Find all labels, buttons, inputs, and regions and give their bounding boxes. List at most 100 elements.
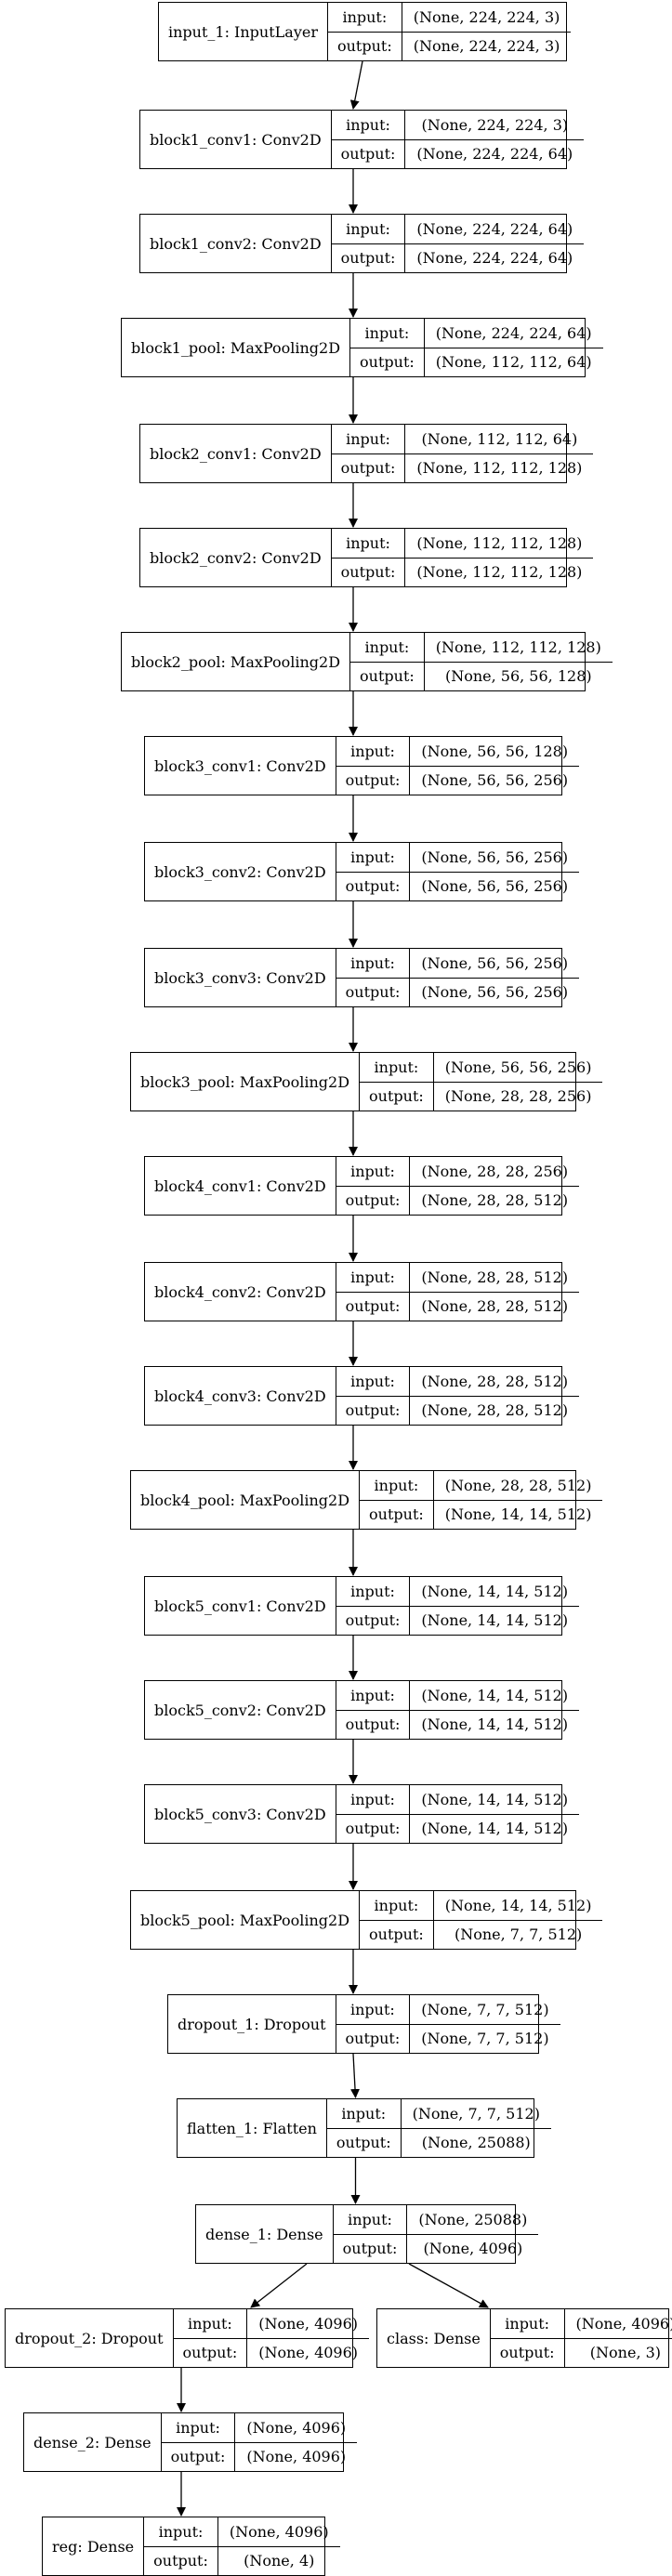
layer-name: dense_1: Dense — [205, 2225, 323, 2243]
output-label: output: — [336, 1709, 410, 1740]
io-labels: input:output: — [326, 3, 402, 61]
input-label: input: — [350, 1268, 395, 1286]
io-labels: input:output: — [172, 2309, 247, 2368]
shape-values: (None, 56, 56, 128)(None, 56, 56, 256) — [409, 737, 580, 795]
output-shape: (None, 112, 112, 64) — [424, 347, 603, 377]
input-label: input: — [350, 1686, 395, 1704]
output-label: output: — [327, 31, 402, 61]
io-labels: input:output: — [359, 1471, 433, 1529]
shape-values: (None, 14, 14, 512)(None, 7, 7, 512) — [432, 1891, 603, 1950]
output-shape: (None, 28, 28, 512) — [410, 1395, 580, 1426]
output-label: output: — [336, 765, 410, 795]
layer-name: block5_conv2: Conv2D — [154, 1701, 326, 1719]
output-shape: (None, 4096) — [235, 2441, 358, 2472]
output-shape: (None, 56, 56, 128) — [424, 661, 613, 691]
io-labels: input: output: — [330, 529, 405, 587]
input-label: input: — [374, 1476, 419, 1494]
shape-values: (None, 28, 28, 512)(None, 28, 28, 512) — [409, 1263, 580, 1321]
shape-values: (None, 4096)(None, 3) — [563, 2309, 672, 2367]
output-shape: (None, 28, 28, 256) — [433, 1081, 603, 1111]
output-label: output: — [350, 661, 424, 691]
output-label: output: — [326, 2127, 401, 2158]
io-labels: input:output: — [330, 111, 405, 168]
input-shape: (None, 4096) — [229, 2522, 329, 2541]
layer-name: block4_conv1: Conv2D — [154, 1176, 326, 1195]
layer-name: block3_pool: MaxPooling2D — [140, 1072, 350, 1091]
shape-values: (None, 56, 56, 256)(None, 56, 56, 256) — [409, 843, 580, 900]
input-label: input: — [350, 953, 395, 972]
layer-name: block5_pool: MaxPooling2D — [140, 1911, 350, 1929]
io-labels: input:output: — [335, 737, 410, 795]
output-label: output: — [336, 1813, 410, 1844]
input-shape: (None, 14, 14, 512) — [421, 1790, 569, 1808]
output-label: output: — [173, 2337, 247, 2368]
output-label: output: — [336, 1185, 410, 1216]
io-labels: input: output: — [143, 2517, 217, 2575]
input-label: input: — [158, 2522, 204, 2541]
output-label: output: — [490, 2337, 564, 2368]
edge-arrow-dense-1-to-class — [408, 2263, 489, 2308]
input-shape: (None, 28, 28, 256) — [421, 1162, 569, 1180]
output-label: output: — [360, 1081, 433, 1111]
output-shape: (None, 28, 28, 512) — [410, 1185, 580, 1216]
output-label: output: — [144, 2545, 217, 2576]
input-label: input: — [374, 1896, 419, 1914]
edge-arrow-dropout-1-to-flatten-1 — [350, 2053, 361, 2098]
output-label: output: — [331, 243, 405, 273]
output-label: output: — [336, 977, 410, 1007]
input-shape: (None, 4096) — [258, 2314, 359, 2333]
io-labels: input:output: — [335, 843, 410, 900]
input-label: input: — [348, 2210, 392, 2228]
input-label: input: — [350, 1162, 395, 1180]
io-labels: input:output: — [489, 2309, 564, 2368]
output-shape: (None, 14, 14, 512) — [410, 1605, 580, 1636]
layer-name: block4_pool: MaxPooling2D — [140, 1491, 350, 1509]
input-shape: (None, 14, 14, 512) — [421, 1582, 569, 1600]
io-labels: input: output: — [335, 1367, 410, 1426]
layer-name: dense_2: Dense — [33, 2433, 152, 2451]
output-label: output: — [331, 557, 405, 587]
output-label: output: — [336, 1395, 410, 1426]
input-label: input: — [346, 533, 390, 552]
output-label: output: — [336, 1605, 410, 1636]
io-labels: input:output: — [349, 319, 424, 376]
layer-name: block1_pool: MaxPooling2D — [131, 338, 341, 357]
shape-values: (None, 28, 28, 512)(None, 28, 28, 512) — [409, 1367, 580, 1426]
io-labels: input: output: — [335, 1263, 410, 1321]
input-shape: (None, 112, 112, 128) — [416, 533, 583, 552]
layer-name: dropout_1: Dropout — [178, 2015, 326, 2033]
input-shape: (None, 112, 112, 64) — [421, 429, 578, 448]
output-label: output: — [336, 1291, 410, 1321]
input-shape: (None, 7, 7, 512) — [421, 2000, 549, 2018]
shape-values: (None, 14, 14, 512)(None, 14, 14, 512) — [409, 1785, 580, 1843]
io-labels: input:output: — [349, 633, 424, 690]
input-shape: (None, 4096) — [575, 2314, 672, 2333]
input-shape: (None, 224, 224, 64) — [416, 219, 573, 238]
output-shape: (None, 7, 7, 512) — [433, 1919, 603, 1950]
input-shape: (None, 224, 224, 3) — [421, 115, 569, 134]
input-shape: (None, 4096) — [246, 2418, 347, 2437]
output-shape: (None, 112, 112, 128) — [405, 557, 594, 587]
io-labels: input: output: — [335, 949, 410, 1007]
layer-name: class: Dense — [387, 2329, 481, 2347]
layer-name: reg: Dense — [52, 2537, 135, 2556]
shape-values: (None, 224, 224, 3)(None, 224, 224, 64) — [404, 111, 585, 168]
layer-name: block4_conv2: Conv2D — [154, 1282, 326, 1301]
input-shape: (None, 112, 112, 128) — [435, 637, 601, 656]
output-label: output: — [360, 1919, 433, 1950]
layer-node-block5-pool: block5_pool: MaxPooling2D input: output:(N… — [130, 1890, 603, 1950]
input-shape: (None, 56, 56, 128) — [421, 742, 569, 760]
input-label: input: — [350, 1372, 395, 1390]
layer-name: block3_conv1: Conv2D — [154, 756, 326, 775]
